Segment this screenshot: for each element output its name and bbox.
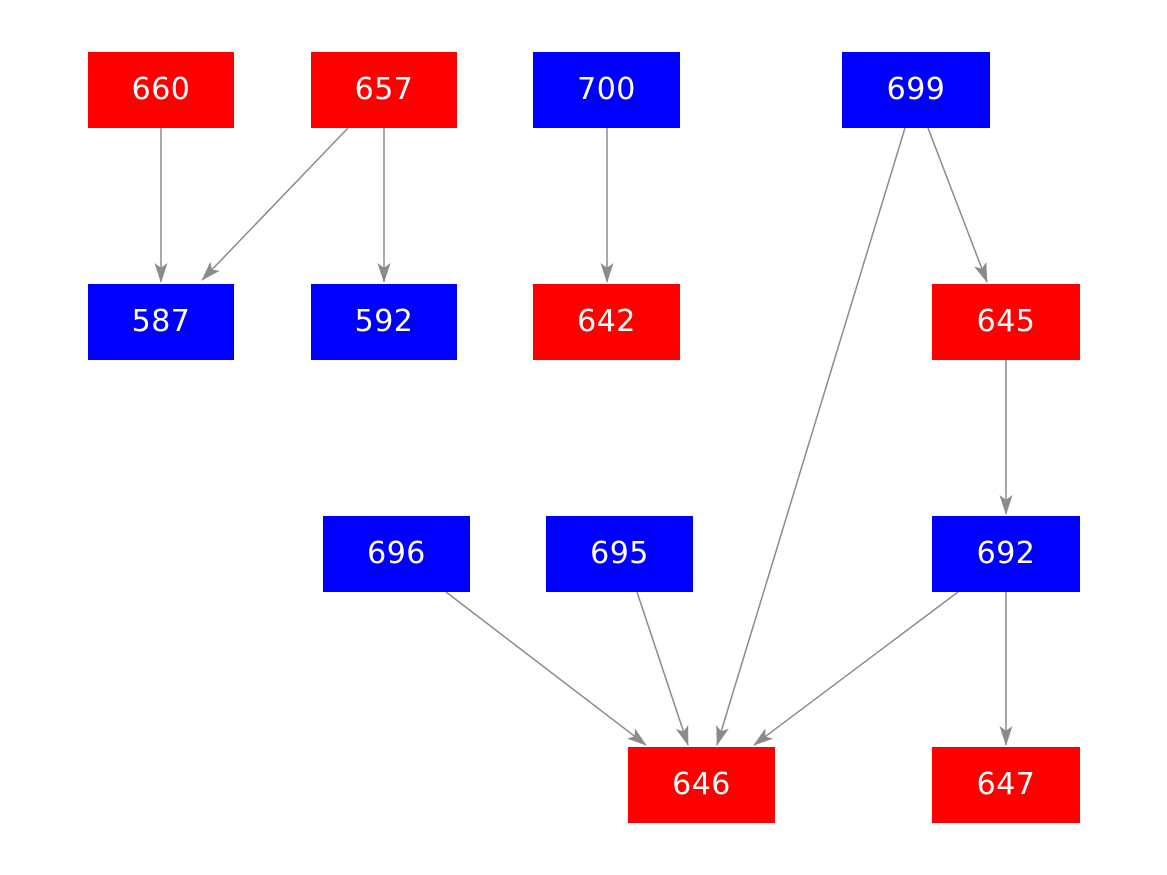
node-label: 587 (131, 304, 191, 339)
edge-699-645 (927, 127, 988, 283)
node-label: 700 (577, 72, 636, 107)
node-label: 592 (354, 304, 414, 339)
node-692: 692 (932, 516, 1080, 592)
node-700: 700 (533, 52, 680, 128)
node-695: 695 (546, 516, 693, 592)
node-660: 660 (88, 52, 234, 128)
node-642: 642 (533, 284, 680, 360)
node-label: 696 (367, 536, 426, 571)
node-label: 695 (590, 536, 649, 571)
node-699: 699 (842, 52, 990, 128)
node-647: 647 (932, 747, 1080, 823)
node-label: 657 (354, 72, 414, 107)
node-645: 645 (932, 284, 1080, 360)
edge-696-646 (445, 591, 647, 746)
node-646: 646 (628, 747, 775, 823)
node-696: 696 (323, 516, 470, 592)
edge-657-587 (201, 127, 349, 281)
node-label: 660 (131, 72, 191, 107)
node-587: 587 (88, 284, 234, 360)
node-657: 657 (311, 52, 457, 128)
edge-692-646 (753, 591, 959, 746)
node-label: 647 (976, 767, 1036, 802)
node-label: 645 (976, 304, 1036, 339)
edge-695-646 (636, 591, 689, 746)
edge-699-646 (716, 127, 906, 746)
node-label: 646 (672, 767, 731, 802)
node-label: 692 (976, 536, 1036, 571)
node-label: 642 (577, 304, 636, 339)
node-label: 699 (886, 72, 946, 107)
node-592: 592 (311, 284, 457, 360)
